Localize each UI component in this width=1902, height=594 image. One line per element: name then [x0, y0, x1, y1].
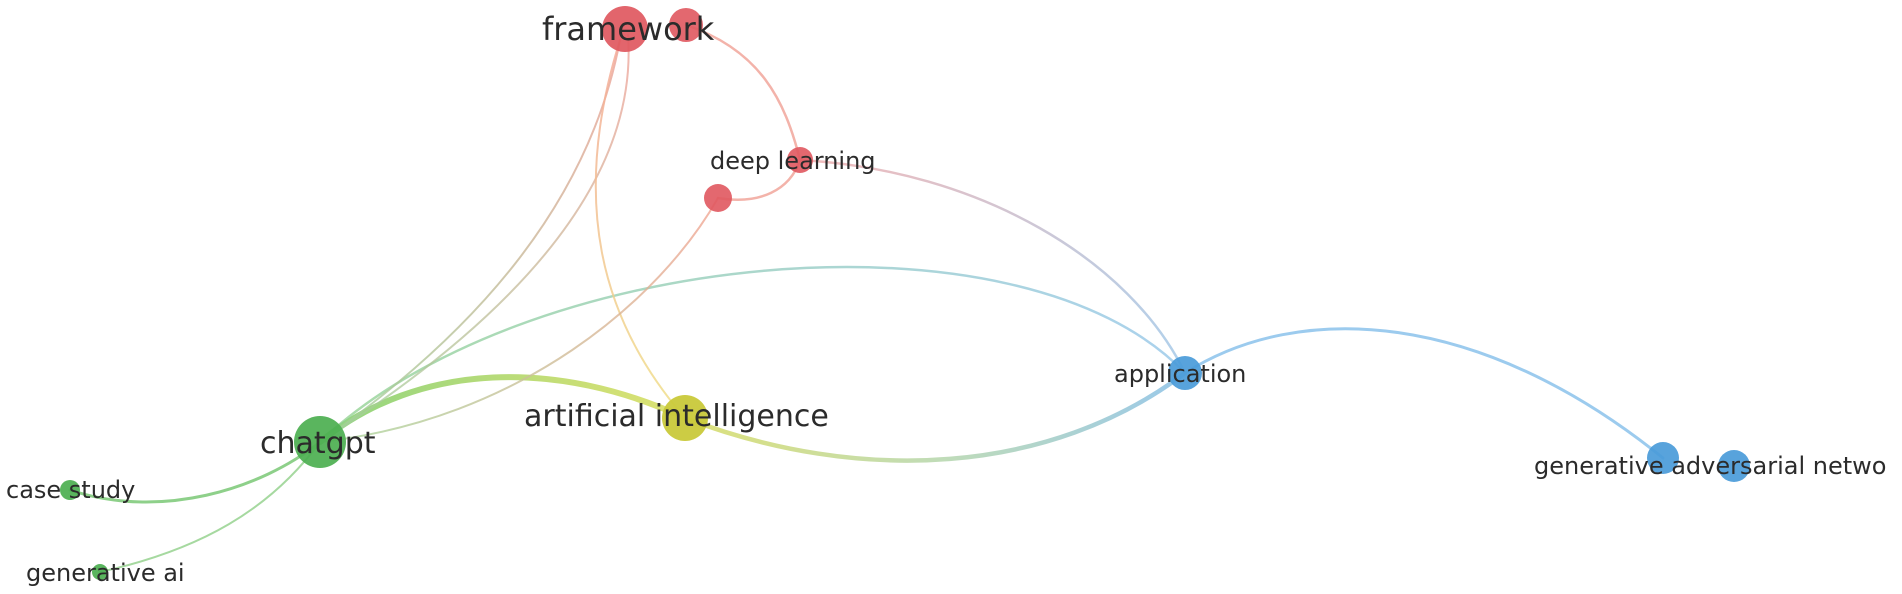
- node-application[interactable]: [1168, 356, 1202, 390]
- label-case-study[interactable]: case study: [6, 476, 135, 504]
- node-chatgpt[interactable]: [294, 416, 346, 468]
- edges: [68, 23, 1665, 573]
- nodes: [60, 6, 1750, 580]
- node-case-study[interactable]: [60, 480, 80, 500]
- node-framework[interactable]: [602, 6, 648, 52]
- edge-chatgpt-case-study: [68, 440, 322, 504]
- node-framework-2[interactable]: [669, 8, 703, 42]
- edge-framework-chatgpt-2: [319, 34, 630, 443]
- label-application[interactable]: application: [1114, 360, 1246, 388]
- label-generative-adversarial-network[interactable]: generative adversarial netwo: [1534, 452, 1886, 480]
- edge-framework-deep-learning: [684, 23, 802, 162]
- edge-deep-learning-application: [798, 158, 1187, 375]
- node-gan-2[interactable]: [1718, 450, 1750, 482]
- label-generative-ai[interactable]: generative ai: [26, 559, 185, 587]
- edge-unlabeled-chatgpt: [319, 197, 719, 443]
- node-artificial-intelligence[interactable]: [662, 395, 708, 441]
- label-framework[interactable]: framework: [542, 10, 715, 48]
- node-generative-adversarial-network[interactable]: [1647, 442, 1679, 474]
- labels: framework deep learning chatgpt case stu…: [6, 10, 1886, 587]
- label-chatgpt[interactable]: chatgpt: [260, 426, 376, 461]
- node-generative-ai[interactable]: [92, 564, 108, 580]
- label-artificial-intelligence[interactable]: artificial intelligence: [524, 399, 829, 434]
- node-unlabeled-red[interactable]: [704, 184, 732, 212]
- label-deep-learning[interactable]: deep learning: [710, 147, 876, 175]
- edge-framework-artificial-intelligence: [594, 39, 686, 419]
- edge-chatgpt-generative-ai: [99, 441, 321, 573]
- edge-application-generative-adversarial-network: [1183, 327, 1665, 460]
- node-deep-learning[interactable]: [787, 147, 813, 173]
- edge-artificial-intelligence-application: [682, 370, 1188, 463]
